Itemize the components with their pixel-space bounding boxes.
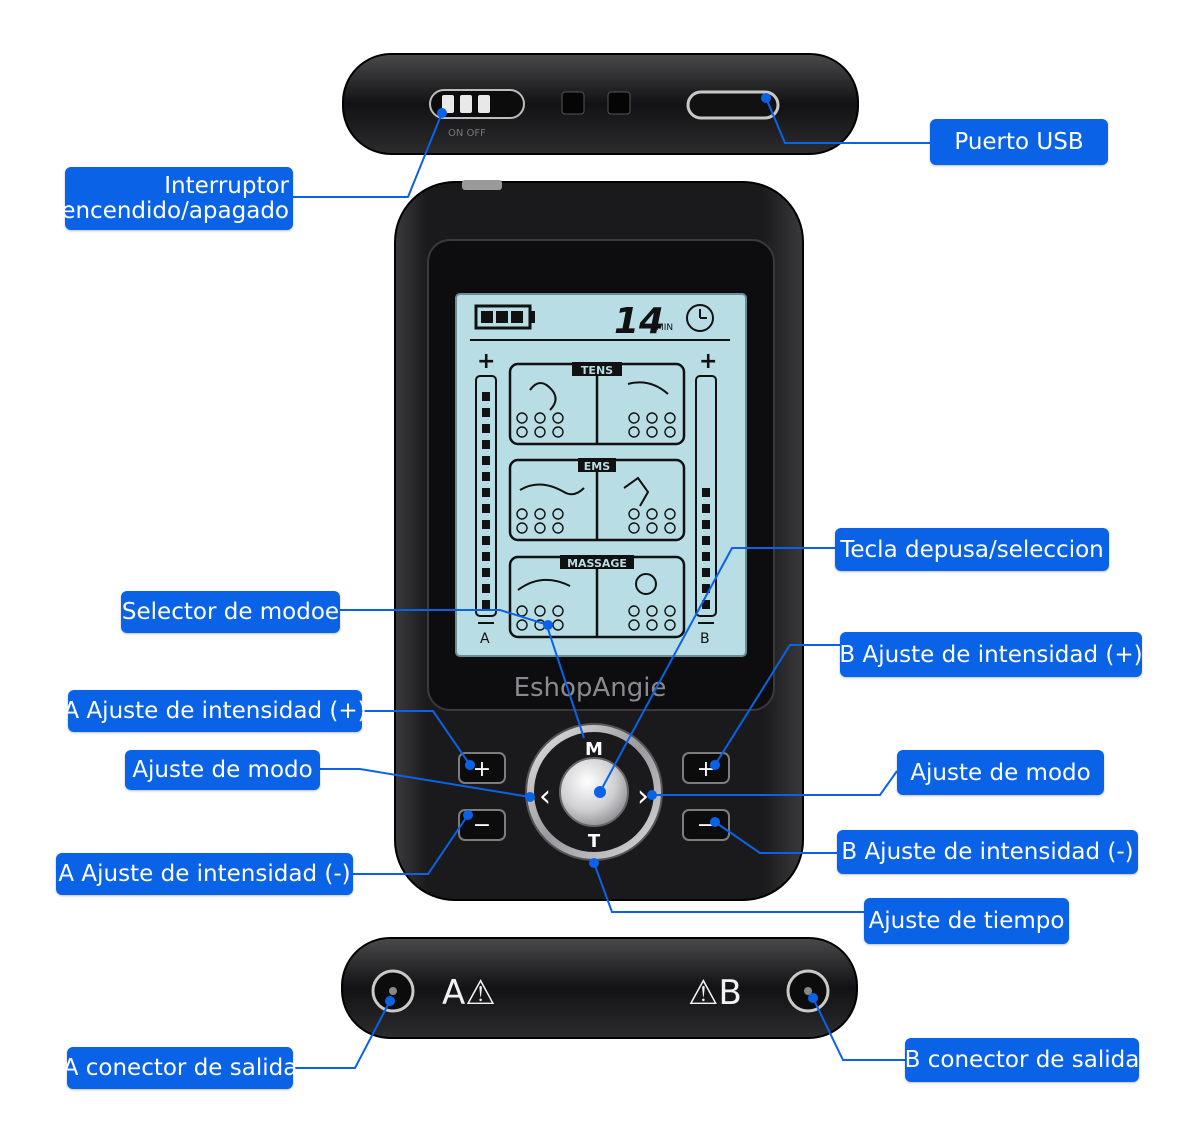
svg-text:+: +: [473, 757, 491, 782]
b-port-marking: ⚠B: [688, 973, 742, 1013]
lcd-screen: [455, 293, 747, 657]
callout-b-output: B conector de salida: [905, 1038, 1139, 1082]
usb-port: [686, 90, 780, 120]
callout-power-switch-line1: Interruptor: [164, 172, 289, 199]
callout-usb-port: Puerto USB: [930, 119, 1108, 165]
callout-a-plus: A Ajuste de intensidad (+): [63, 690, 367, 732]
mode-key[interactable]: M: [585, 739, 603, 760]
lcd-channel-a: A: [480, 631, 490, 647]
lcd-minutes: 14: [614, 301, 664, 342]
leader-lines: [293, 93, 930, 1069]
clock-icon: [686, 304, 714, 332]
callout-time: Ajuste de tiempo: [864, 898, 1069, 944]
callout-mode-selector: Selector de modoe: [121, 591, 340, 633]
mode-left-key[interactable]: ‹: [539, 779, 551, 814]
callout-mode-left: Ajuste de modo: [125, 750, 320, 790]
mode-right-key[interactable]: ›: [637, 779, 649, 814]
a-port-marking: A⚠: [442, 973, 496, 1013]
switch-caption: ON OFF: [448, 128, 486, 139]
lcd-section-ems: EMS: [584, 460, 610, 473]
b-plus-key[interactable]: +: [682, 752, 730, 784]
top-edge-view: ON OFF: [342, 53, 859, 155]
svg-text:−: −: [697, 813, 715, 838]
svg-text:+: +: [699, 349, 717, 374]
svg-text:−: −: [473, 813, 491, 838]
lcd-channel-b: B: [700, 631, 710, 647]
b-minus-key[interactable]: −: [682, 809, 730, 841]
callout-power-switch: Interruptor encendido/apagado: [61, 167, 293, 230]
device-body: 14 MIN + + A B TENS EMS MAS: [394, 180, 804, 901]
callout-a-minus: A Ajuste de intensidad (-): [56, 853, 353, 895]
brand-logo: EshopAngie: [514, 673, 667, 703]
lcd-min-unit: MIN: [656, 323, 673, 333]
bottom-edge-view: A⚠ ⚠B: [341, 937, 858, 1039]
callout-b-plus: B Ajuste de intensidad (+): [839, 632, 1143, 677]
callout-b-minus: B Ajuste de intensidad (-): [837, 830, 1138, 874]
callout-mode-right: Ajuste de modo: [897, 750, 1104, 795]
lcd-section-tens: TENS: [581, 364, 613, 377]
svg-text:+: +: [477, 349, 495, 374]
callout-pause-select: Tecla depusa/seleccion: [835, 528, 1109, 571]
time-key[interactable]: T: [588, 831, 601, 852]
callout-power-switch-line2: encendido/apagado: [61, 197, 289, 224]
lcd-section-massage: MASSAGE: [567, 557, 627, 570]
callout-a-output: A conector de salida: [63, 1047, 297, 1089]
